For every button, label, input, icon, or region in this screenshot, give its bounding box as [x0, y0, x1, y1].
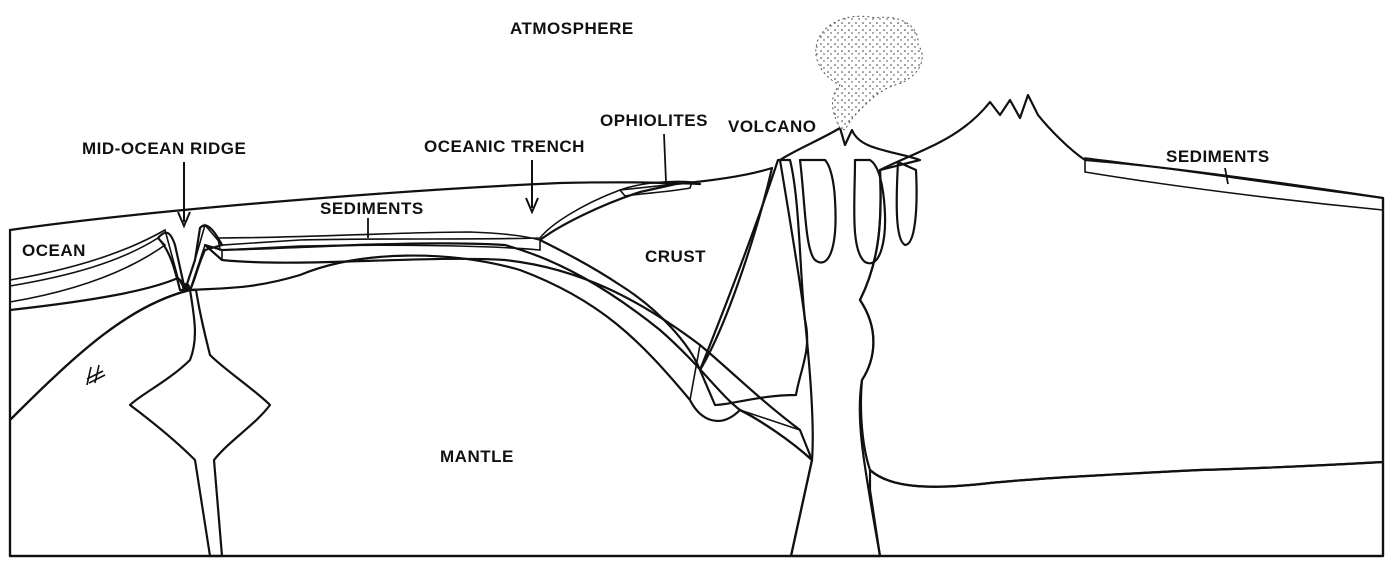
- label-sediments-left: SEDIMENTS: [320, 199, 424, 218]
- ridge-peaks: [158, 225, 222, 290]
- oceanic-crust-left: [10, 278, 190, 420]
- ridge-vent-dot: [182, 283, 190, 291]
- label-mantle: MANTLE: [440, 447, 514, 466]
- ridge-arrow: [178, 162, 190, 226]
- mantle-region: [10, 256, 1383, 556]
- lithosphere-wedge: [190, 243, 800, 430]
- mineral-glyph-icon: [87, 365, 105, 385]
- volcano-lobe-left: [800, 160, 836, 263]
- ophiolites-pointer: [664, 134, 666, 182]
- label-oceanic-trench: OCEANIC TRENCH: [424, 137, 585, 156]
- label-mid-ocean-ridge: MID-OCEAN RIDGE: [82, 139, 246, 158]
- label-crust: CRUST: [645, 247, 706, 266]
- label-sediments-right: SEDIMENTS: [1166, 147, 1270, 166]
- trench-arrow: [526, 160, 538, 212]
- label-volcano: VOLCANO: [728, 117, 817, 136]
- label-atmosphere: ATMOSPHERE: [510, 19, 634, 38]
- magma-conduit: [780, 128, 920, 556]
- continental-crust: [540, 168, 772, 370]
- granite-mountain: [860, 95, 1383, 487]
- label-ocean: OCEAN: [22, 241, 86, 260]
- sediments-plate-layer: [218, 232, 540, 250]
- ridge-magma-chamber: [130, 290, 270, 556]
- volcano-smoke-plume: [816, 16, 923, 130]
- volcano-lobe-far: [897, 162, 917, 245]
- granite-continent: [700, 160, 807, 405]
- label-ophiolites: OPHIOLITES: [600, 111, 708, 130]
